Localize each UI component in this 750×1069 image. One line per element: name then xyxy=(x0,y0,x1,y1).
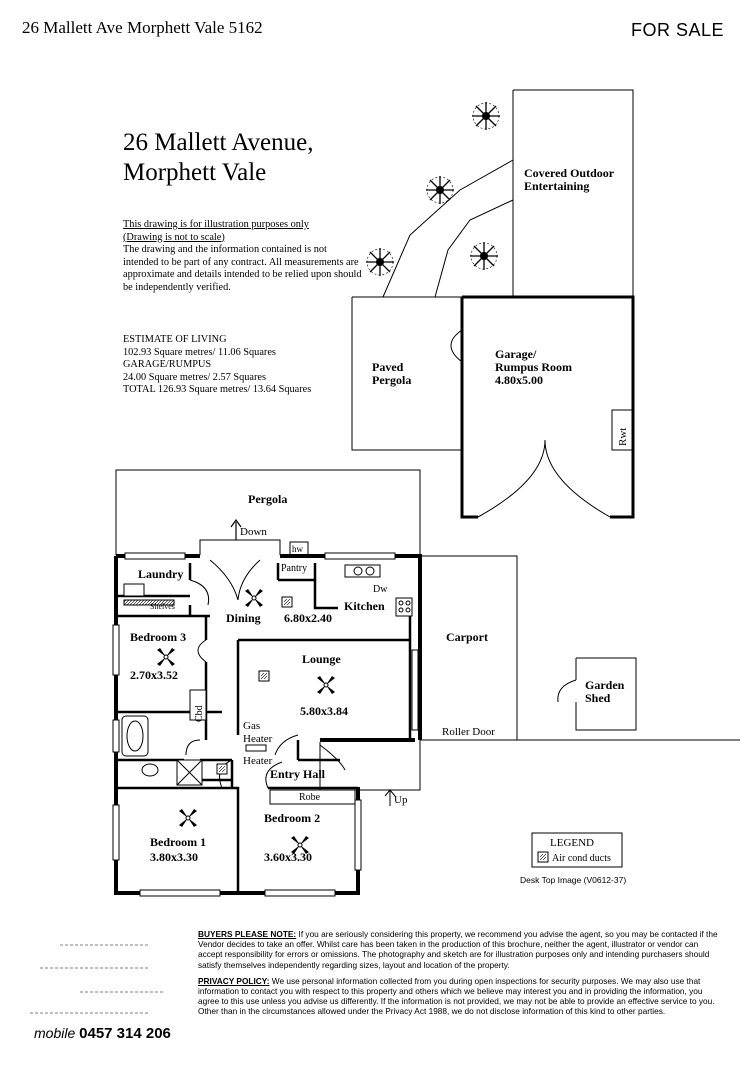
privacy-heading: PRIVACY POLICY: xyxy=(198,975,270,986)
heater-label: Heater xyxy=(243,755,273,767)
bedroom-2-dimensions: 3.60x3.30 xyxy=(264,850,312,864)
privacy-policy: PRIVACY POLICY: We use personal informat… xyxy=(198,976,722,1017)
gas-heater-label-2: Heater xyxy=(243,733,273,745)
up-label: Up xyxy=(394,794,408,806)
title-line-1: 26 Mallett Avenue, xyxy=(123,129,314,156)
buyers-note: BUYERS PLEASE NOTE: If you are seriously… xyxy=(198,929,722,970)
robe-label: Robe xyxy=(299,792,321,803)
bedroom-3-label: Bedroom 3 xyxy=(130,630,186,644)
disclaimer-body: The drawing and the information containe… xyxy=(123,244,362,293)
header-address: 26 Mallett Ave Morphett Vale 5162 xyxy=(22,18,263,37)
lounge-label: Lounge xyxy=(302,652,341,666)
paved-pergola-label-2: Pergola xyxy=(372,373,411,387)
rear-pergola-label: Pergola xyxy=(248,492,287,506)
down-arrow-icon xyxy=(230,518,242,540)
buyers-note-heading: BUYERS PLEASE NOTE: xyxy=(198,929,297,939)
garage-rumpus xyxy=(450,295,635,519)
dishwasher-label: Dw xyxy=(373,584,388,595)
legend-item-label: Air cond ducts xyxy=(552,853,611,864)
mobile-number[interactable]: 0457 314 206 xyxy=(79,1025,171,1042)
shed-door-swing xyxy=(557,679,577,703)
privacy-text: We use personal information collected fr… xyxy=(198,975,715,1017)
title-line-2: Morphett Vale xyxy=(123,159,267,186)
carport-label: Carport xyxy=(446,630,488,644)
area-estimate: ESTIMATE OF LIVING 102.93 Square metres/… xyxy=(123,334,311,397)
disclaimer: This drawing is for illustration purpose… xyxy=(123,219,363,294)
garden-shed-label-2: Shed xyxy=(585,691,611,705)
fixtures xyxy=(121,564,413,805)
legend: LEGEND Air cond ducts xyxy=(531,832,623,868)
notes: BUYERS PLEASE NOTE: If you are seriously… xyxy=(198,929,722,1023)
disclaimer-line-1: This drawing is for illustration purpose… xyxy=(123,219,309,230)
lounge-dimensions: 5.80x3.84 xyxy=(300,704,348,718)
hot-water-label: hw xyxy=(292,544,304,554)
property-title: 26 Mallett Avenue, Morphett Vale xyxy=(123,128,313,188)
bedroom-1-dimensions: 3.80x3.30 xyxy=(150,850,198,864)
estimate-living: 102.93 Square metres/ 11.06 Squares xyxy=(123,346,276,358)
garage-label-3: 4.80x5.00 xyxy=(495,373,543,387)
image-code: Desk Top Image (V0612-37) xyxy=(520,875,627,885)
legend-duct-icon xyxy=(537,851,549,863)
mobile-contact: mobile 0457 314 206 xyxy=(34,1025,171,1042)
garage-label-2: Rumpus Room xyxy=(495,360,572,374)
garden-shed-label-1: Garden xyxy=(585,678,625,692)
dashed-lines xyxy=(30,944,165,1014)
windows xyxy=(112,552,419,897)
bedroom-1-label: Bedroom 1 xyxy=(150,835,206,849)
cupboard-label: Cbd xyxy=(194,705,205,722)
rainwater-tank-label: Rwt xyxy=(617,428,629,446)
kitchen-label: Kitchen xyxy=(344,599,385,613)
rear-step xyxy=(199,539,281,555)
down-label: Down xyxy=(240,526,267,538)
rear-pergola-outline xyxy=(115,469,421,555)
laundry-label: Laundry xyxy=(138,567,183,581)
legend-title: LEGEND xyxy=(550,837,594,849)
bedroom-3-dimensions: 2.70x3.52 xyxy=(130,668,178,682)
estimate-total: TOTAL 126.93 Square metres/ 13.64 Square… xyxy=(123,384,312,395)
kitchen-dining-dimensions: 6.80x2.40 xyxy=(284,611,332,625)
shelves-label: Shelves xyxy=(150,602,175,611)
covered-outdoor-label-2: Entertaining xyxy=(524,179,589,193)
dining-label: Dining xyxy=(226,611,261,625)
covered-outdoor-label-1: Covered Outdoor xyxy=(524,166,615,180)
garden-plants xyxy=(365,101,501,277)
estimate-heading: ESTIMATE OF LIVING xyxy=(123,334,227,345)
pantry-label: Pantry xyxy=(281,563,307,574)
estimate-garage-heading: GARAGE/RUMPUS xyxy=(123,359,212,370)
garage-label-1: Garage/ xyxy=(495,347,537,361)
disclaimer-line-2: (Drawing is not to scale) xyxy=(123,231,225,243)
covered-outdoor-area xyxy=(382,89,634,298)
buyers-note-text: If you are seriously considering this pr… xyxy=(198,929,718,970)
carport xyxy=(319,555,740,806)
sale-status: FOR SALE xyxy=(630,20,724,40)
interior-walls xyxy=(116,563,412,893)
roller-door-label: Roller Door xyxy=(442,726,495,738)
estimate-garage: 24.00 Square metres/ 2.57 Squares xyxy=(123,371,266,383)
mobile-label: mobile xyxy=(34,1025,76,1041)
paved-pergola-outline xyxy=(351,296,462,451)
gas-heater-label-1: Gas xyxy=(243,720,260,732)
entry-hall-label: Entry Hall xyxy=(270,767,326,781)
garden-shed-outline xyxy=(575,657,637,731)
bedroom-2-label: Bedroom 2 xyxy=(264,811,320,825)
paved-pergola-label-1: Paved xyxy=(372,360,404,374)
door-swings xyxy=(185,559,346,789)
